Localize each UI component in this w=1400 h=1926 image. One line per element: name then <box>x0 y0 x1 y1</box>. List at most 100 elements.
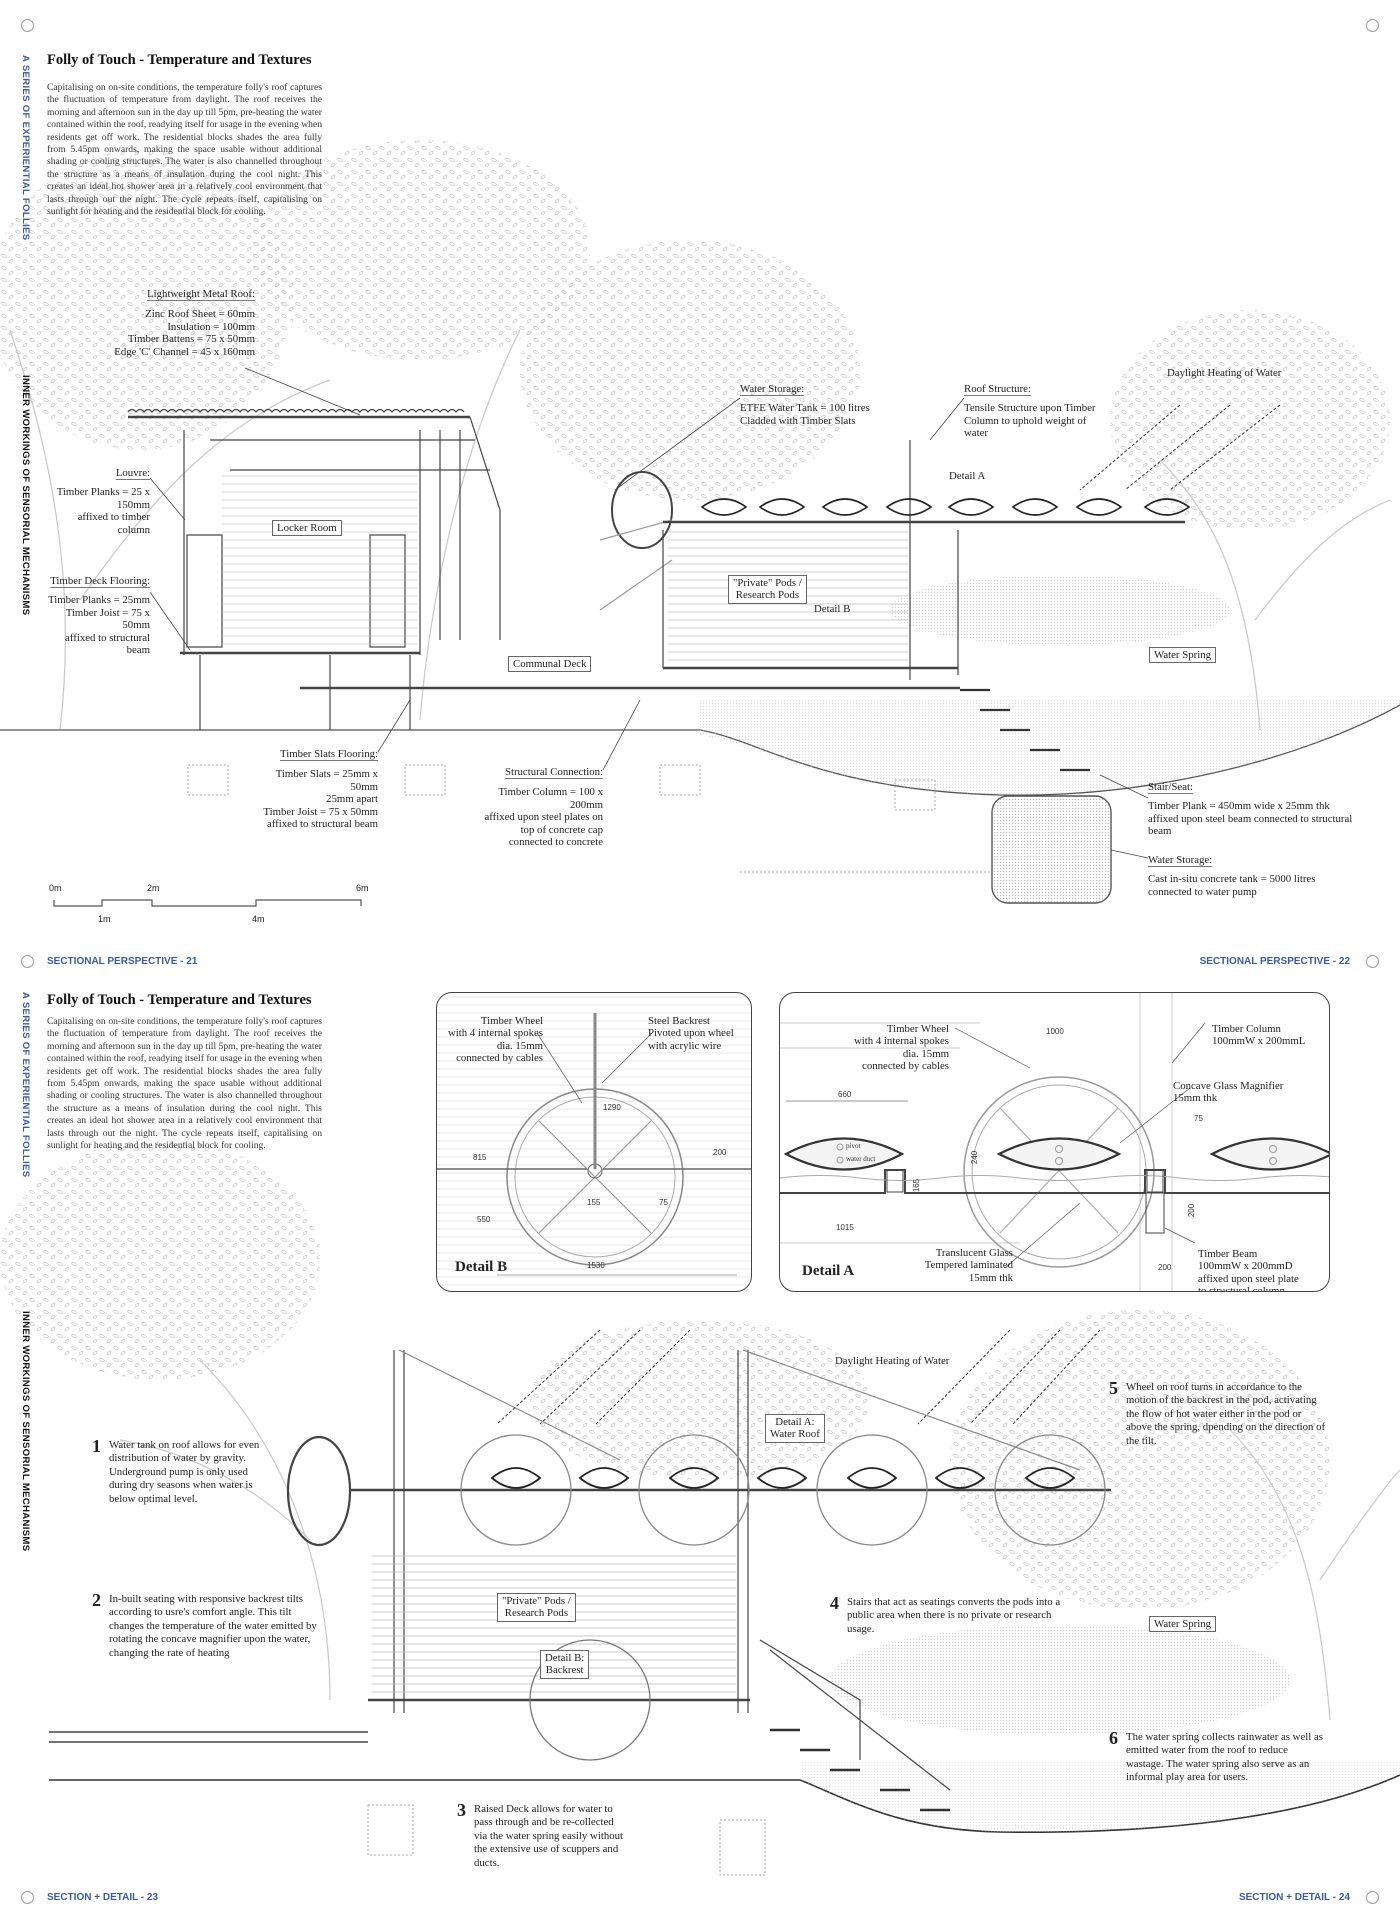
note-text: Raised Deck allows for water to pass thr… <box>474 1803 624 1869</box>
detail-b-title: Detail B <box>455 1259 508 1275</box>
scale-1m: 1m <box>98 914 111 924</box>
magnifier-lens <box>1143 498 1191 516</box>
binding-hole <box>21 955 34 968</box>
note-number: 5 <box>1109 1378 1118 1398</box>
slats-heading: Timber Slats Flooring: <box>280 748 378 760</box>
binding-hole <box>1366 1891 1379 1904</box>
dim-75: 75 <box>659 1198 668 1207</box>
roof-lenses <box>700 498 1191 516</box>
dim-1000: 1000 <box>1046 1027 1064 1036</box>
connection-spec: Timber Column = 100 x 200mm affixed upon… <box>484 786 603 849</box>
tree-foliage <box>0 140 1390 1610</box>
timber-wheel-note-a: Timber Wheel with 4 internal spokes dia.… <box>853 1023 949 1073</box>
deck-flooring-spec: Timber Planks = 25mm Timber Joist = 75 x… <box>48 594 150 657</box>
scale-2m: 2m <box>147 883 160 893</box>
spring-mist-2 <box>830 1625 1290 1735</box>
dim-1530: 1530 <box>587 1261 605 1270</box>
roof-structure-annotation: Roof Structure:Tensile Structure upon Ti… <box>964 383 1096 440</box>
water-basin <box>700 700 1400 796</box>
footings <box>187 764 990 873</box>
dim-1015: 1015 <box>836 1223 854 1232</box>
spring-mist <box>890 575 1230 645</box>
stair-spec: Timber Plank = 450mm wide x 25mm thk aff… <box>1148 800 1353 838</box>
roof-structure-heading: Roof Structure: <box>964 383 1031 395</box>
intro-paragraph-2: Capitalising on on-site conditions, the … <box>47 1016 322 1152</box>
detail-b-drawing <box>437 993 751 1291</box>
scale-4m: 4m <box>252 914 265 924</box>
note-text: Stairs that act as seatings converts the… <box>847 1596 1061 1635</box>
page-number-24: SECTION + DETAIL - 24 <box>1238 1892 1350 1903</box>
magnifier-lens <box>668 1467 720 1489</box>
detail-a-callout: Detail A <box>949 470 986 482</box>
water-storage-spec: ETFE Water Tank = 100 litres Cladded wit… <box>740 402 870 427</box>
dim-550: 550 <box>477 1215 491 1224</box>
timber-beam-note: Timber Beam 100mmW x 200mmD affixed upon… <box>1198 1248 1299 1292</box>
leader-lines <box>149 367 1149 859</box>
stair-heading: Stair/Seat: <box>1148 781 1193 793</box>
seat-wheel <box>529 1639 651 1761</box>
magnifier-note: Concave Glass Magnifier 15mm thk <box>1173 1080 1284 1105</box>
detail-a-panel: Timber Wheel with 4 internal spokes dia.… <box>779 992 1330 1292</box>
daylight-heating-label-2: Daylight Heating of Water <box>835 1355 950 1367</box>
daylight-heating-label: Daylight Heating of Water <box>1167 367 1282 379</box>
detail-b-backrest-label: Detail B: Backrest <box>540 1650 590 1679</box>
detail-b-callout: Detail B <box>814 603 851 615</box>
roof-spec: Zinc Roof Sheet = 60mm Insulation = 100m… <box>114 308 255 358</box>
stairs <box>960 688 1090 772</box>
connection-heading: Structural Connection: <box>504 766 603 778</box>
dim-165: 165 <box>912 1178 922 1193</box>
roof-wheels <box>460 1434 1106 1546</box>
louvre-heading: Louvre: <box>115 467 150 479</box>
detail-b-panel: Timber Wheel with 4 internal spokes dia.… <box>436 992 752 1292</box>
dim-660: 660 <box>838 1090 852 1099</box>
steel-backrest-note: Steel Backrest Pivoted upon wheel with a… <box>648 1015 734 1052</box>
dim-75-a: 75 <box>1194 1114 1203 1123</box>
binding-hole <box>1366 19 1379 32</box>
note-text: The water spring collects rainwater as w… <box>1126 1731 1323 1784</box>
magnifier-lens <box>1024 1467 1076 1489</box>
stair-seat-annotation: Stair/Seat: Timber Plank = 450mm wide x 2… <box>1148 781 1352 838</box>
binding-hole <box>21 1891 34 1904</box>
binding-hole <box>1366 955 1379 968</box>
roof-lenses-2 <box>490 1467 1076 1489</box>
note-text: In-built seating with responsive backres… <box>109 1593 317 1659</box>
page-number-23: SECTION + DETAIL - 23 <box>47 1892 159 1903</box>
tank-heading: Water Storage: <box>1148 854 1213 866</box>
timber-wheel <box>816 1434 928 1546</box>
pod-structure <box>599 440 1185 680</box>
stairs-2 <box>770 1728 950 1812</box>
series-side-title: A SERIES OF EXPERIENTIAL FOLLIES <box>20 55 31 241</box>
deck-flooring-annotation: Timber Deck Flooring:Timber Planks = 25m… <box>20 575 150 656</box>
magnifier-lens <box>885 498 933 516</box>
dim-155: 155 <box>587 1198 601 1207</box>
timber-column-note: Timber Column 100mmW x 200mmL <box>1212 1023 1306 1048</box>
note-number: 3 <box>457 1800 466 1820</box>
inner-workings-side-title-2: INNER WORKINGS OF SENSORIAL MECHANISMS <box>20 1311 31 1552</box>
timber-wheel-note: Timber Wheel with 4 internal spokes dia.… <box>447 1015 543 1065</box>
sunlight-arrows <box>1079 404 1281 491</box>
pod-structure-2 <box>49 1349 1111 1791</box>
roof-heading: Lightweight Metal Roof: <box>147 288 255 300</box>
pods-label-2: "Private" Pods / Research Pods <box>497 1593 576 1622</box>
magnifier-lens <box>758 498 806 516</box>
water-duct-label: water duct <box>846 1155 876 1163</box>
note-number: 6 <box>1109 1728 1118 1748</box>
magnifier-lens <box>821 498 869 516</box>
scale-0m: 0m <box>49 883 62 893</box>
slats-annotation: Timber Slats Flooring:Timber Slats = 25m… <box>198 748 378 830</box>
pods-label: "Private" Pods / Research Pods <box>728 575 807 604</box>
dim-1290: 1290 <box>603 1103 621 1112</box>
magnifier-lens <box>846 1467 898 1489</box>
magnifier-lens <box>934 1467 986 1489</box>
communal-deck-label: Communal Deck <box>508 656 592 673</box>
detail-a-water-roof-label: Detail A: Water Roof <box>765 1414 825 1443</box>
tree-trunks <box>9 329 1400 1721</box>
page-number-21: SECTIONAL PERSPECTIVE - 21 <box>47 956 198 967</box>
magnifier-lens <box>490 1467 542 1489</box>
magnifier-lens <box>578 1467 630 1489</box>
dim-200-horizontal: 200 <box>1158 1263 1172 1272</box>
roof-annotation: Lightweight Metal Roof: Zinc Roof Sheet =… <box>55 288 255 358</box>
note-text: Wheel on roof turns in accordance to the… <box>1126 1381 1326 1447</box>
page-title-2: Folly of Touch - Temperature and Texture… <box>47 992 312 1008</box>
